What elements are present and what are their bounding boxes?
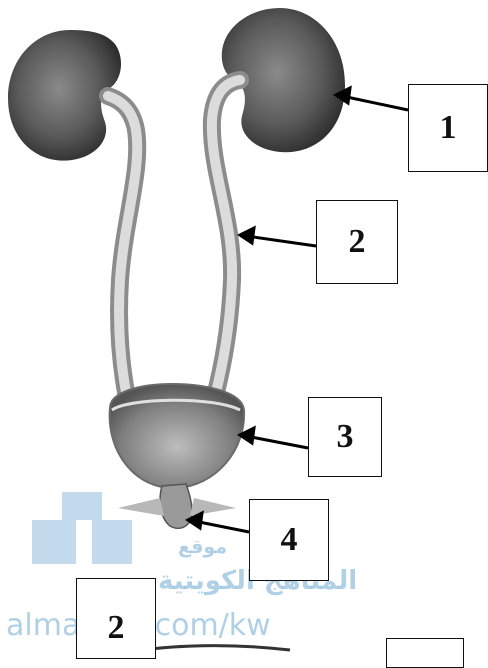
watermark-block [32,520,76,564]
label-box-empty [386,638,464,668]
label-box-next-question: 2 [76,578,156,659]
left-kidney-shape [8,30,122,161]
watermark-block [62,492,102,520]
label-box-3: 3 [308,397,382,477]
label-box-1: 1 [408,84,488,172]
arrow-3 [237,425,309,450]
right-kidney-shape [221,8,345,153]
right-ureter-highlight [206,75,245,397]
left-ureter-highlight [103,91,143,397]
watermark-block [92,520,132,564]
pelvic-floor-left [118,498,164,516]
pelvic-floor-right [190,498,236,516]
bladder-shape [108,382,246,490]
label-box-4: 4 [249,499,329,581]
label-box-2: 2 [316,200,398,284]
arrow-1 [333,85,409,112]
urethra-shape [159,483,193,530]
watermark-arabic-line1: موقع [178,536,228,558]
arrow-2 [237,225,317,248]
bladder-rim [111,398,241,412]
arrow-4 [185,510,250,534]
